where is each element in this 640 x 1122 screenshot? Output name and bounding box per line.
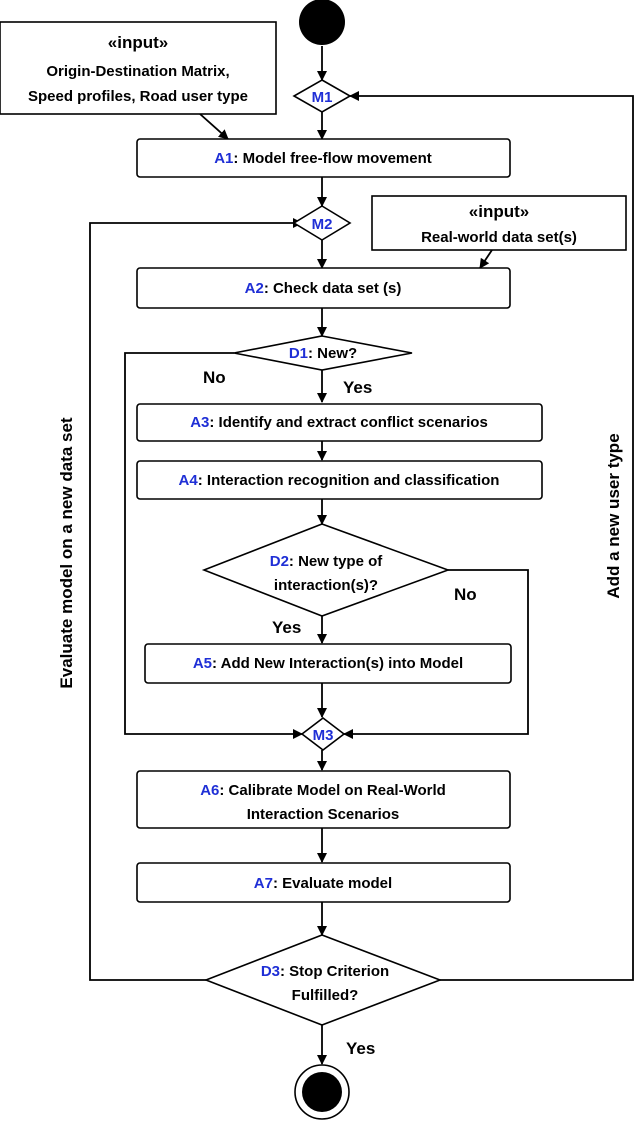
edge-label-d2-no: No <box>454 585 477 604</box>
decision-d1: D1: New? <box>233 335 413 371</box>
svg-text:A6: Calibrate Model on Real-Wo: A6: Calibrate Model on Real-World <box>200 782 446 799</box>
svg-text:D1: New?: D1: New? <box>289 345 357 362</box>
decision-d2: D2: New type of interaction(s)? <box>201 523 451 617</box>
loop-label-right: Add a new user type <box>604 433 623 598</box>
edge-label-d1-no: No <box>203 368 226 387</box>
edge-input2-a2 <box>479 249 493 269</box>
svg-text:A1: Model free-flow movement: A1: Model free-flow movement <box>214 150 432 167</box>
edge-d2-no-m3 <box>343 569 529 739</box>
merge-node-m2: M2 <box>292 205 352 241</box>
edge-label-d2-yes: Yes <box>272 618 301 637</box>
input-text: Speed profiles, Road user type <box>28 88 248 105</box>
edge-d1-no-m3 <box>124 352 303 739</box>
action-a6: A6: Calibrate Model on Real-World Intera… <box>136 770 511 829</box>
svg-text:A5: Add New Interaction(s) int: A5: Add New Interaction(s) into Model <box>193 655 463 672</box>
edge-label-d3-yes: Yes <box>346 1039 375 1058</box>
merge-node-m1: M1 <box>292 79 352 113</box>
edge-d3-loop-m2 <box>89 218 303 981</box>
action-a2: A2: Check data set (s) <box>136 267 511 309</box>
svg-text:M3: M3 <box>313 727 334 744</box>
input-stereotype: «input» <box>469 202 529 221</box>
svg-text:Fulfilled?: Fulfilled? <box>292 987 359 1004</box>
svg-text:A7: Evaluate model: A7: Evaluate model <box>254 875 392 892</box>
svg-text:Interaction Scenarios: Interaction Scenarios <box>247 806 400 823</box>
svg-text:A2: Check data set (s): A2: Check data set (s) <box>245 280 402 297</box>
merge-node-m3: M3 <box>300 716 346 752</box>
action-a5: A5: Add New Interaction(s) into Model <box>144 643 512 684</box>
action-a3: A3: Identify and extract conflict scenar… <box>136 403 543 442</box>
edge-input-a1 <box>199 113 229 140</box>
action-a7: A7: Evaluate model <box>136 862 511 903</box>
input-text: Origin-Destination Matrix, <box>46 63 229 80</box>
final-node <box>302 1072 342 1112</box>
edge-d3-loop-m1 <box>349 91 634 981</box>
edges <box>89 46 634 1065</box>
input-stereotype: «input» <box>108 33 168 52</box>
svg-text:M2: M2 <box>312 216 333 233</box>
input-box-right: «input» Real-world data set(s) <box>371 195 627 251</box>
action-a4: A4: Interaction recognition and classifi… <box>136 460 543 500</box>
input-box-top: «input» Origin-Destination Matrix, Speed… <box>0 21 277 115</box>
svg-text:M1: M1 <box>312 89 333 106</box>
svg-text:D3: Stop Criterion: D3: Stop Criterion <box>261 963 389 980</box>
svg-text:A4: Interaction recognition an: A4: Interaction recognition and classifi… <box>179 472 500 489</box>
input-text: Real-world data set(s) <box>421 229 577 246</box>
svg-text:A3: Identify and extract confl: A3: Identify and extract conflict scenar… <box>190 414 488 431</box>
svg-text:interaction(s)?: interaction(s)? <box>274 577 378 594</box>
decision-d3: D3: Stop Criterion Fulfilled? <box>203 934 443 1026</box>
initial-node <box>299 0 345 45</box>
loop-label-left: Evaluate model on a new data set <box>57 417 76 688</box>
edge-label-d1-yes: Yes <box>343 378 372 397</box>
action-a1: A1: Model free-flow movement <box>136 138 511 178</box>
svg-text:D2: New type of: D2: New type of <box>270 553 384 570</box>
